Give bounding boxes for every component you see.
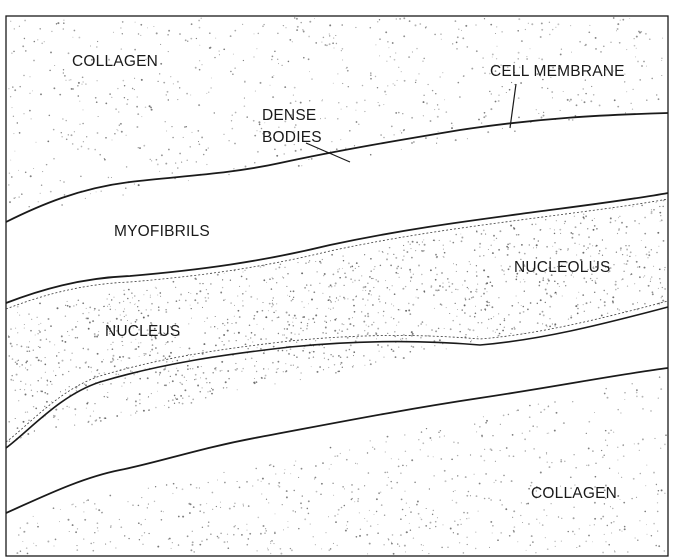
nuclear-envelope-upper — [6, 193, 668, 303]
collagen-top-texture — [8, 17, 663, 207]
label-collagen-bottom: COLLAGEN — [531, 485, 617, 502]
label-cell-membrane: CELL MEMBRANE — [490, 63, 625, 80]
cell-membrane-line — [6, 113, 668, 222]
label-dense-bodies-line1: DENSE — [262, 107, 316, 124]
label-collagen-top: COLLAGEN — [72, 53, 158, 70]
label-myofibrils: MYOFIBRILS — [114, 223, 210, 240]
cell-membrane-leader — [510, 84, 516, 128]
nucleus-chromatin-texture — [8, 199, 666, 442]
label-nucleus: NUCLEUS — [105, 323, 180, 340]
label-nucleolus: NUCLEOLUS — [514, 259, 611, 276]
figure-border — [6, 16, 668, 556]
collagen-bottom-texture — [16, 376, 666, 554]
nuclear-envelope-upper-inner — [6, 199, 668, 309]
label-dense-bodies-line2: BODIES — [262, 129, 322, 146]
